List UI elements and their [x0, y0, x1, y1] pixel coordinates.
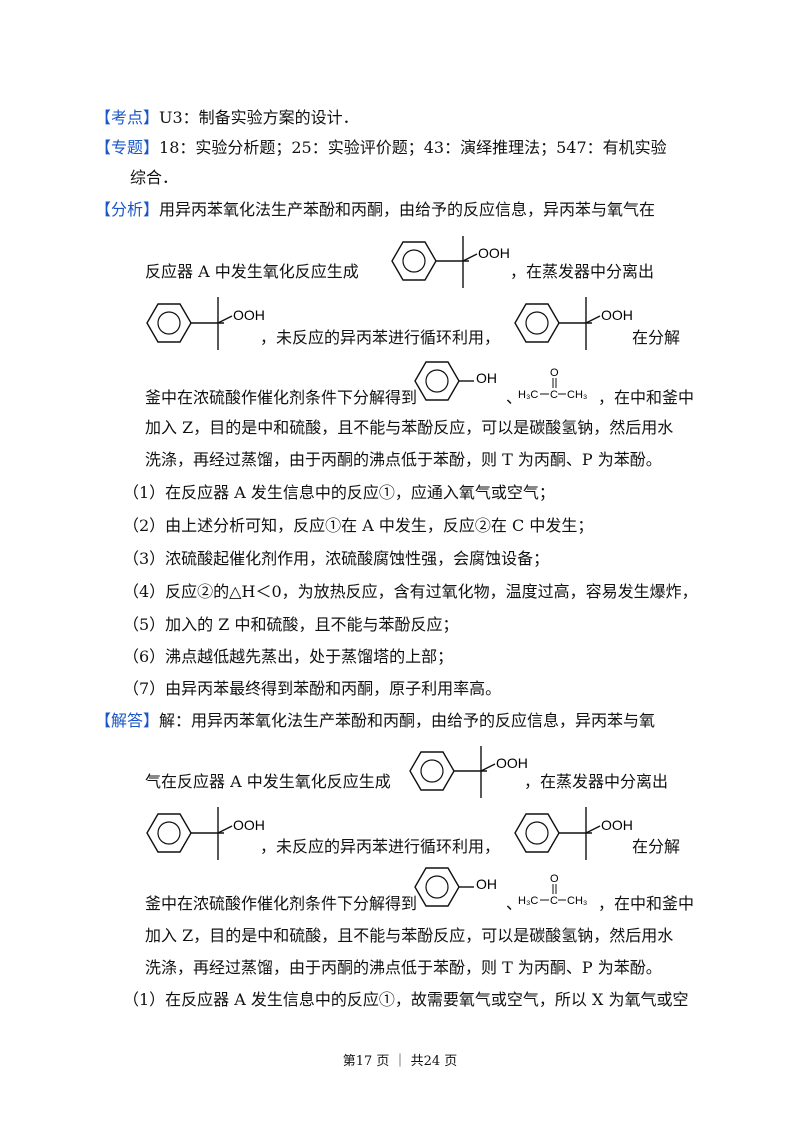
- o-label: O: [550, 873, 559, 885]
- jieda-line-6: 洗涤，再经过蒸馏，由于丙酮的沸点低于苯酚，则 T 为丙酮、P 为苯酚。: [145, 958, 662, 977]
- jieda-line-5: 加入 Z，目的是中和硫酸，且不能与苯酚反应，可以是碳酸氢钠，然后用水: [145, 926, 674, 945]
- acetone-structure: H₃C C O CH₃: [518, 872, 598, 912]
- cumene-hydroperoxide-structure: OOH: [403, 738, 538, 798]
- kaodian-line: 【考点】U3：制备实验方案的设计．: [95, 108, 359, 128]
- ooh-label: OOH: [601, 307, 633, 323]
- jieda-line-4a: 釜中在浓硫酸作催化剂条件下分解得到: [145, 894, 418, 913]
- cumene-hydroperoxide-structure: OOH: [140, 802, 275, 862]
- h3c-label: H₃C: [518, 895, 538, 907]
- oh-label: OH: [476, 370, 497, 386]
- fenxi-item-7: （7）由异丙苯最终得到苯酚和丙酮，原子利用率高。: [123, 679, 502, 698]
- svg-text:C: C: [550, 895, 558, 907]
- zhuanti-cont: 综合．: [130, 168, 179, 187]
- svg-text:C: C: [550, 389, 558, 401]
- ch3-label: CH₃: [567, 895, 587, 907]
- jieda-line-2a: 气在反应器 A 中发生氧化反应生成: [145, 772, 391, 791]
- jieda-line-2b: ，在蒸发器中分离出: [524, 772, 669, 791]
- zhuanti-tag: 【专题】: [95, 138, 160, 157]
- fenxi-line-2b: ，在蒸发器中分离出: [510, 262, 655, 281]
- fenxi-line-2a: 反应器 A 中发生氧化反应生成: [145, 262, 359, 281]
- fenxi-line-3b: 在分解: [632, 328, 681, 347]
- zhuanti-text: 18：实验分析题；25：实验评价题；43：演绎推理法；547：有机实验: [159, 138, 667, 157]
- fenxi-item-5: （5）加入的 Z 中和硫酸，且不能与苯酚反应；: [123, 615, 459, 634]
- zhuanti-line: 【专题】18：实验分析题；25：实验评价题；43：演绎推理法；547：有机实验: [95, 138, 667, 158]
- fenxi-tag: 【分析】: [95, 200, 160, 219]
- fenxi-text-1: 用异丙苯氧化法生产苯酚和丙酮，由给予的反应信息，异丙苯与氧气在: [159, 200, 656, 219]
- cumene-hydroperoxide-structure: OOH: [508, 802, 643, 862]
- fenxi-line-5: 加入 Z，目的是中和硫酸，且不能与苯酚反应，可以是碳酸氢钠，然后用水: [145, 418, 674, 437]
- fenxi-line-1: 【分析】用异丙苯氧化法生产苯酚和丙酮，由给予的反应信息，异丙苯与氧气在: [95, 200, 655, 220]
- fenxi-line-4a: 釜中在浓硫酸作催化剂条件下分解得到: [145, 388, 418, 407]
- cumene-hydroperoxide-structure: OOH: [140, 292, 275, 352]
- ooh-label: OOH: [233, 307, 265, 323]
- fenxi-item-4: （4）反应②的△H＜0，为放热反应，含有过氧化物，温度过高，容易发生爆炸，: [123, 582, 698, 601]
- jieda-line-4b: 、: [506, 894, 523, 913]
- acetone-structure: H₃C C O CH₃: [518, 366, 598, 406]
- jieda-line-4c: ，在中和釜中: [598, 894, 695, 913]
- fenxi-item-1: （1）在反应器 A 发生信息中的反应①，应通入氧气或空气；: [123, 483, 555, 502]
- ooh-label: OOH: [496, 755, 528, 771]
- ooh-label: OOH: [233, 817, 265, 833]
- jieda-text-1: 解：用异丙苯氧化法生产苯酚和丙酮，由给予的反应信息，异丙苯与氧: [159, 711, 656, 730]
- fenxi-item-3: （3）浓硫酸起催化剂作用，浓硫酸腐蚀性强，会腐蚀设备；: [123, 549, 550, 568]
- kaodian-text: U3：制备实验方案的设计．: [159, 108, 359, 127]
- phenol-structure: OH: [410, 356, 510, 406]
- jieda-line-3a: ，未反应的异丙苯进行循环利用，: [260, 837, 501, 856]
- ch3-label: CH₃: [567, 389, 587, 401]
- jieda-line-7: （1）在反应器 A 发生信息中的反应①，故需要氧气或空气，所以 X 为氧气或空: [123, 990, 689, 1009]
- h3c-label: H₃C: [518, 389, 538, 401]
- ooh-label: OOH: [478, 245, 510, 261]
- o-label: O: [550, 367, 559, 379]
- phenol-structure: OH: [410, 862, 510, 912]
- fenxi-item-2: （2）由上述分析可知，反应①在 A 中发生，反应②在 C 中发生；: [123, 516, 594, 535]
- ooh-label: OOH: [601, 817, 633, 833]
- fenxi-item-6: （6）沸点越低越先蒸出，处于蒸馏塔的上部；: [123, 647, 454, 666]
- jieda-line-3b: 在分解: [632, 837, 681, 856]
- page-footer: 第17 页 ｜ 共24 页: [342, 1054, 458, 1069]
- fenxi-line-3a: ，未反应的异丙苯进行循环利用，: [260, 328, 501, 347]
- kaodian-tag: 【考点】: [95, 108, 160, 127]
- cumene-hydroperoxide-structure: OOH: [508, 292, 643, 352]
- oh-label: OH: [476, 876, 497, 892]
- cumene-hydroperoxide-structure: OOH: [385, 228, 520, 288]
- jieda-line-1: 【解答】解：用异丙苯氧化法生产苯酚和丙酮，由给予的反应信息，异丙苯与氧: [95, 711, 655, 731]
- fenxi-line-6: 洗涤，再经过蒸馏，由于丙酮的沸点低于苯酚，则 T 为丙酮、P 为苯酚。: [145, 450, 662, 469]
- fenxi-line-4c: ，在中和釜中: [598, 388, 695, 407]
- jieda-tag: 【解答】: [95, 711, 160, 730]
- fenxi-line-4b: 、: [506, 388, 523, 407]
